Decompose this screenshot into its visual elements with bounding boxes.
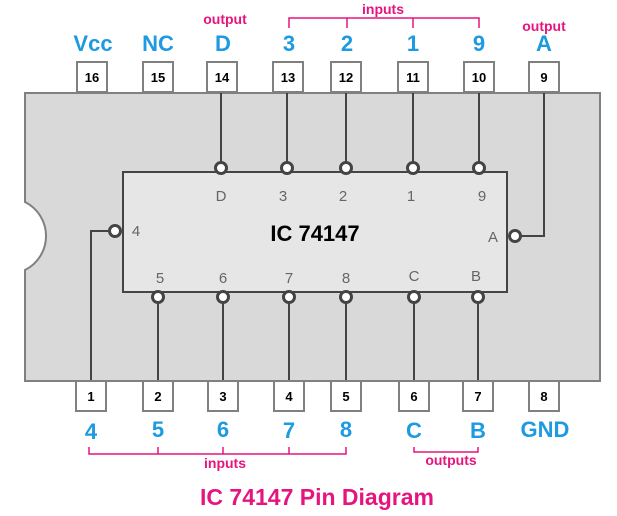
annotation-output-d: output — [203, 11, 247, 27]
pin-3-box — [207, 380, 239, 412]
chip-label: IC 74147 — [270, 221, 359, 246]
pin-12-box — [330, 61, 362, 93]
pin-label-a: A — [536, 31, 552, 56]
pin-label-3: 3 — [283, 31, 295, 56]
pin-13-box — [272, 61, 304, 93]
wire-pin9 — [521, 92, 545, 237]
inner-label-3: 3 — [279, 188, 287, 205]
inner-label-9: 9 — [478, 188, 486, 205]
pin-circles — [108, 161, 522, 304]
inner-label-a: A — [488, 229, 498, 246]
pin-number: 8 — [540, 389, 547, 404]
pin-dot-8 — [339, 290, 353, 304]
pin-dot-5 — [151, 290, 165, 304]
pin-number: 14 — [215, 70, 230, 85]
pin-10-box — [463, 61, 495, 93]
pin-number: 3 — [219, 389, 226, 404]
pin-label-nc: NC — [142, 31, 174, 56]
pin-label-6: 6 — [217, 417, 229, 442]
pin-number: 1 — [87, 389, 94, 404]
inner-chip — [122, 171, 508, 293]
pin-number: 7 — [474, 389, 481, 404]
page-title: IC 74147 Pin Diagram — [200, 484, 434, 510]
pin-label-7: 7 — [283, 418, 295, 443]
annotation-bottom-outputs: outputs — [425, 452, 477, 468]
pin-9-box — [528, 61, 560, 93]
pin-2-box — [142, 380, 174, 412]
pin-label-1: 1 — [407, 31, 419, 56]
pin-1-box — [75, 380, 107, 412]
pin-number: 15 — [151, 70, 165, 85]
inner-label-5: 5 — [156, 270, 164, 287]
inner-label-1: 1 — [407, 188, 415, 205]
pin-dot-7 — [282, 290, 296, 304]
bottom-outputs-bracket — [413, 447, 479, 453]
pin-number: 6 — [410, 389, 417, 404]
pin-dot-4 — [108, 224, 122, 238]
pin-dot-a — [508, 229, 522, 243]
inner-label-d: D — [216, 188, 227, 205]
inner-label-7: 7 — [285, 270, 293, 287]
pin-16-box — [76, 61, 108, 93]
inner-label-8: 8 — [342, 270, 350, 287]
pin-label-4: 4 — [85, 419, 98, 444]
pin-label-c: C — [406, 418, 422, 443]
pin-label-d: D — [215, 31, 231, 56]
pin-label-5: 5 — [152, 417, 164, 442]
inner-label-c: C — [409, 268, 420, 285]
pin-number: 9 — [540, 70, 547, 85]
pin-7-box — [462, 380, 494, 412]
annotation-output-a: output — [522, 18, 566, 34]
inner-label-4: 4 — [132, 223, 140, 240]
pin-8-box — [528, 380, 560, 412]
pin-15-box — [142, 61, 174, 93]
pin-5-box — [330, 380, 362, 412]
pin-dot-6 — [216, 290, 230, 304]
pin-dot-2 — [339, 161, 353, 175]
pin-number: 2 — [154, 389, 161, 404]
pin-dot-c — [407, 290, 421, 304]
annotation-top-inputs: inputs — [362, 1, 404, 17]
inner-label-2: 2 — [339, 188, 347, 205]
pin-number: 10 — [472, 70, 486, 85]
pin-number: 12 — [339, 70, 353, 85]
pin-label-b: B — [470, 418, 486, 443]
wires — [90, 92, 545, 383]
pin-label-9: 9 — [473, 31, 485, 56]
top-inputs-bracket — [288, 17, 480, 28]
annotation-bottom-inputs: inputs — [204, 455, 246, 471]
pin-number: 16 — [85, 70, 99, 85]
pin-number: 4 — [285, 389, 293, 404]
pin-number: 5 — [342, 389, 349, 404]
pin-dot-b — [471, 290, 485, 304]
pin-14-box — [206, 61, 238, 93]
pin-dot-9 — [472, 161, 486, 175]
pin-6-box — [398, 380, 430, 412]
pin-label-gnd: GND — [521, 417, 570, 442]
pin-label-2: 2 — [341, 31, 353, 56]
pin-dot-3 — [280, 161, 294, 175]
pin-label-8: 8 — [340, 417, 352, 442]
pin-number: 13 — [281, 70, 295, 85]
bottom-inputs-bracket — [88, 447, 347, 455]
pin-label-vcc: Vcc — [73, 31, 112, 56]
pin-11-box — [397, 61, 429, 93]
wire-pin1 — [90, 230, 109, 383]
inner-label-6: 6 — [219, 270, 227, 287]
pin-number: 11 — [406, 70, 420, 85]
pin-4-box — [273, 380, 305, 412]
pin-dot-d — [214, 161, 228, 175]
pin-dot-1 — [406, 161, 420, 175]
inner-label-b: B — [471, 268, 481, 285]
